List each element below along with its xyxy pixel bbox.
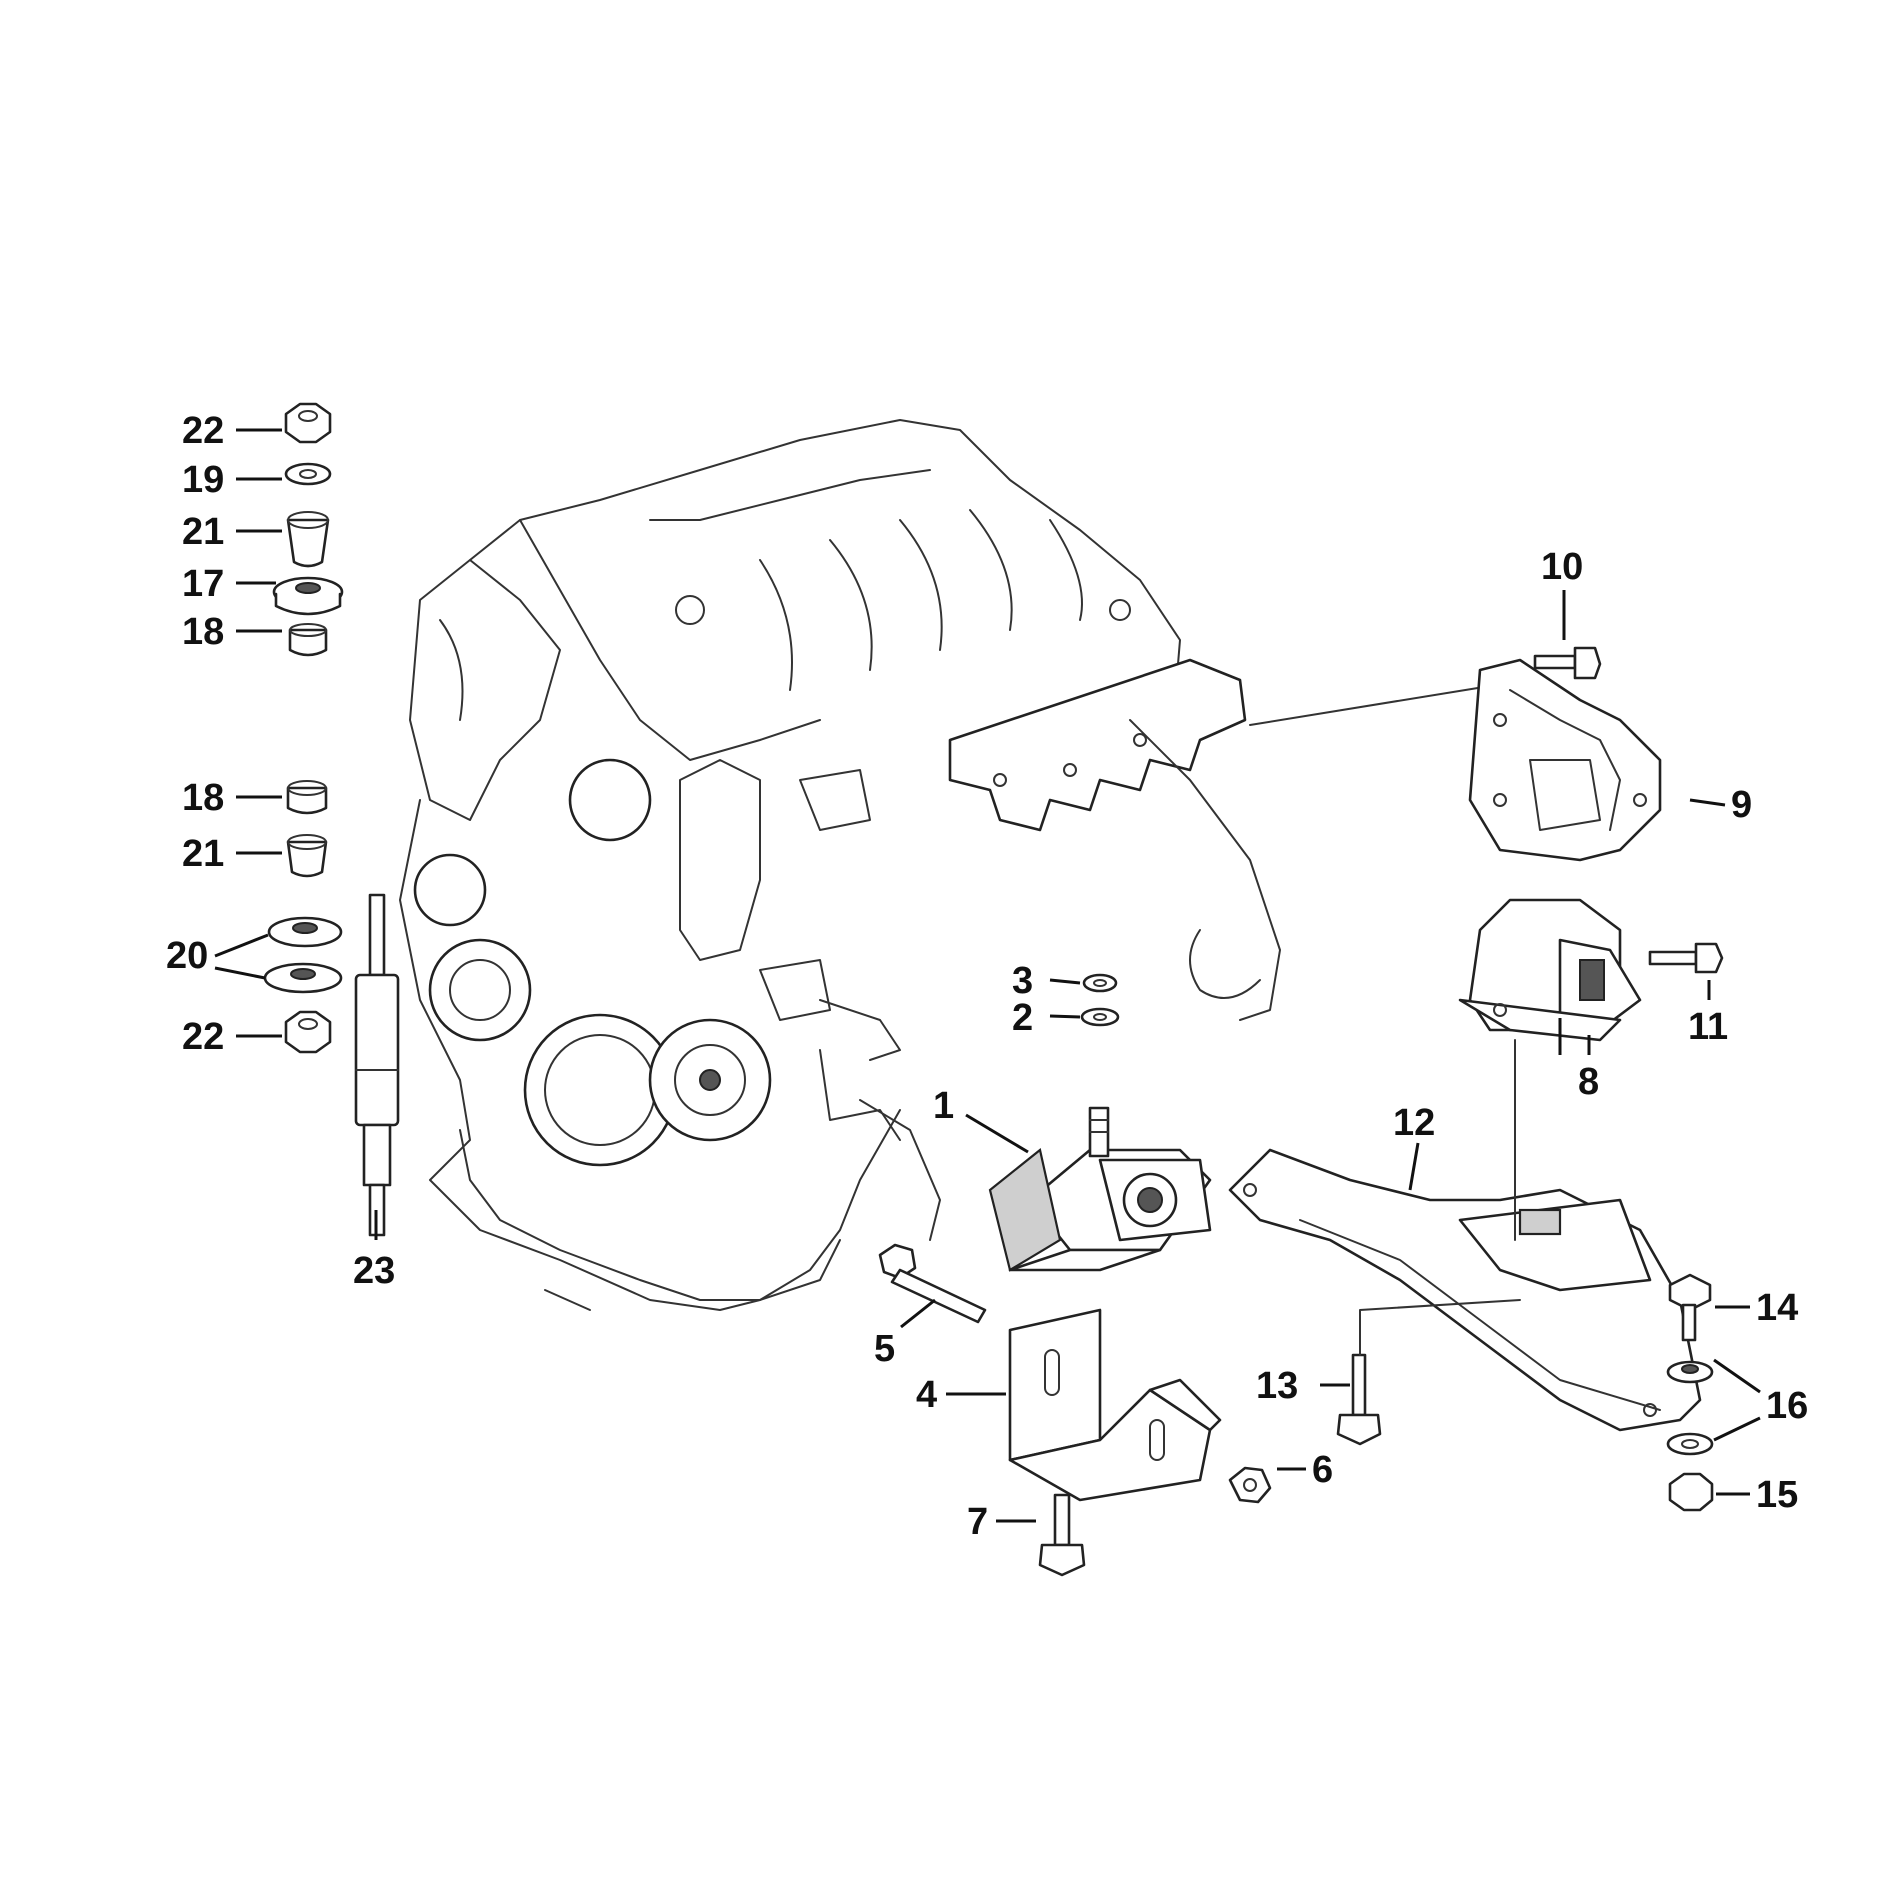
washer-3 — [1082, 973, 1118, 993]
bushing-18-lower — [286, 786, 328, 815]
callout-2: 2 — [1012, 997, 1033, 1039]
callout-22-lower: 22 — [182, 1016, 224, 1058]
lower-left-hardware-stack — [263, 780, 343, 1054]
engine-assembly-illustration — [399, 419, 1281, 1311]
callout-23: 23 — [353, 1250, 395, 1292]
callout-8: 8 — [1578, 1061, 1599, 1103]
callout-21-lower: 21 — [182, 833, 224, 875]
callout-17: 17 — [182, 563, 224, 605]
bushing-18-upper — [288, 628, 328, 657]
upper-left-hardware-stack — [272, 402, 344, 657]
callout-4: 4 — [916, 1374, 937, 1416]
callout-15: 15 — [1756, 1474, 1798, 1516]
callout-6: 6 — [1312, 1449, 1333, 1491]
callout-22-upper: 22 — [182, 410, 224, 452]
callout-13: 13 — [1256, 1365, 1298, 1407]
damper-23 — [354, 893, 400, 1237]
callout-16: 16 — [1766, 1385, 1808, 1427]
callout-20: 20 — [166, 935, 208, 977]
engine-mount-1 — [988, 1106, 1212, 1272]
callout-10: 10 — [1541, 546, 1583, 588]
transmission-mount-8 — [1458, 898, 1642, 1042]
callout-19: 19 — [182, 459, 224, 501]
bolt-10 — [1533, 646, 1602, 680]
leader-lines — [214, 428, 1761, 1523]
callout-12: 12 — [1393, 1102, 1435, 1144]
callout-1: 1 — [933, 1085, 954, 1127]
callout-9: 9 — [1731, 784, 1752, 826]
callout-14: 14 — [1756, 1287, 1798, 1329]
callout-18-upper: 18 — [182, 611, 224, 653]
crossmember-12 — [1228, 1148, 1702, 1432]
bolt-11 — [1648, 942, 1724, 974]
bolt-13 — [1336, 1353, 1382, 1446]
bracket-9 — [1468, 658, 1662, 862]
bushing-21-upper — [286, 518, 330, 568]
washer-16-lower — [1666, 1432, 1714, 1456]
callout-11: 11 — [1688, 1006, 1728, 1048]
nut-22-lower — [284, 1010, 332, 1054]
callout-labels: 22 19 21 17 18 18 21 20 22 23 1 2 3 4 5 … — [166, 410, 1808, 1543]
callout-3: 3 — [1012, 960, 1033, 1002]
callout-18-lower: 18 — [182, 777, 224, 819]
callout-5: 5 — [874, 1328, 895, 1370]
nut-22-upper — [284, 402, 332, 444]
bracket-4 — [1008, 1308, 1222, 1502]
bolt-5 — [878, 1243, 987, 1324]
leader-engine-to-mount-9 — [1249, 685, 1491, 726]
washer-2 — [1080, 1007, 1120, 1027]
bushing-21-lower — [286, 840, 328, 878]
washer-19 — [284, 462, 332, 486]
callout-21-upper: 21 — [182, 511, 224, 553]
nut-15 — [1668, 1472, 1714, 1512]
nut-6 — [1228, 1466, 1272, 1504]
bolt-14 — [1668, 1273, 1712, 1342]
bolt-7 — [1038, 1493, 1086, 1577]
callout-7: 7 — [967, 1501, 988, 1543]
